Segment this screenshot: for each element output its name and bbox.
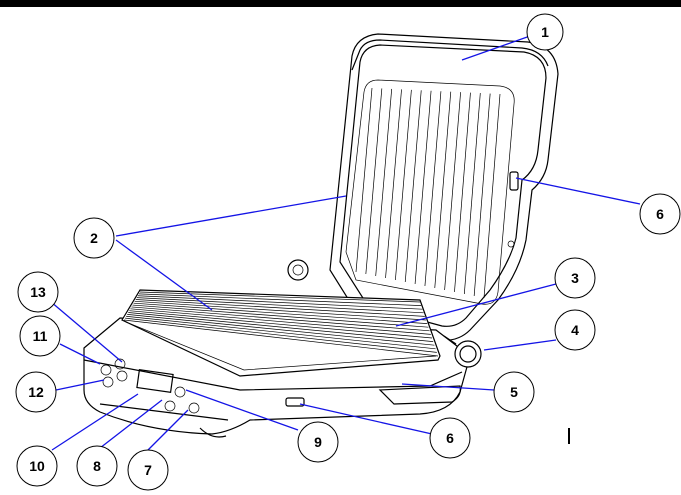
- svg-text:6: 6: [446, 430, 454, 446]
- callout-8: 8: [76, 445, 118, 487]
- svg-text:6: 6: [656, 206, 664, 222]
- callout-1: 1: [526, 13, 564, 51]
- callout-2: 2: [73, 217, 115, 259]
- callout-13: 13: [17, 271, 59, 313]
- lower-plate: [121, 289, 441, 377]
- lower-rib: [125, 317, 437, 353]
- upper-rib: [434, 91, 452, 289]
- lower-rib: [137, 295, 423, 310]
- callout-10: 10: [16, 445, 58, 487]
- upper-rib: [483, 93, 501, 299]
- lower-rib: [135, 299, 425, 317]
- svg-text:2: 2: [90, 230, 98, 246]
- svg-text:5: 5: [510, 384, 518, 400]
- lower-rib: [128, 312, 434, 342]
- svg-text:13: 13: [30, 284, 46, 300]
- svg-text:4: 4: [571, 322, 579, 338]
- svg-text:3: 3: [571, 270, 579, 286]
- lower-rib: [139, 291, 421, 303]
- lid-side-clip: [507, 171, 519, 248]
- callout-6-lid: 6: [639, 193, 681, 235]
- lower-rib: [123, 319, 439, 357]
- upper-lid: [329, 33, 559, 341]
- callout-7: 7: [127, 449, 169, 491]
- upper-rib: [414, 90, 432, 285]
- upper-rib: [473, 93, 491, 297]
- lower-rib: [130, 308, 431, 335]
- stray-mark: [568, 428, 570, 444]
- lower-rib: [133, 302, 428, 324]
- lower-rib: [126, 315, 436, 350]
- upper-plate-ribs: [355, 87, 501, 299]
- callout-6-base: 6: [429, 417, 471, 459]
- lower-rib: [131, 306, 430, 332]
- upper-rib: [463, 93, 481, 295]
- lower-rib: [132, 304, 429, 328]
- upper-rib: [444, 92, 461, 291]
- control-panel: [100, 358, 200, 414]
- upper-rib: [404, 90, 422, 283]
- lower-rib: [129, 310, 433, 339]
- callout-4: 4: [554, 309, 596, 351]
- callout-11: 11: [19, 315, 61, 357]
- hinge: [287, 259, 482, 368]
- lower-rib: [138, 293, 422, 306]
- upper-rib: [385, 89, 402, 279]
- svg-text:12: 12: [28, 384, 44, 400]
- lower-rib: [134, 300, 427, 321]
- lower-rib: [136, 297, 424, 314]
- svg-text:1: 1: [541, 24, 549, 40]
- upper-rib: [355, 87, 373, 273]
- upper-rib: [424, 91, 442, 287]
- upper-rib: [395, 89, 412, 281]
- lower-plate-ribs: [123, 291, 439, 357]
- svg-text:10: 10: [29, 458, 45, 474]
- svg-text:7: 7: [144, 462, 152, 478]
- callout-5: 5: [493, 371, 535, 413]
- lower-rib: [127, 314, 435, 346]
- upper-rib: [454, 92, 471, 293]
- upper-rib: [365, 88, 383, 275]
- callout-12: 12: [15, 371, 57, 413]
- upper-rib: [375, 88, 393, 277]
- top-rule: [0, 0, 681, 7]
- callout-3: 3: [554, 257, 596, 299]
- callout-9: 9: [297, 421, 339, 463]
- svg-text:11: 11: [33, 328, 48, 344]
- leader-lines: [43, 35, 641, 451]
- svg-text:9: 9: [314, 434, 322, 450]
- svg-text:8: 8: [93, 458, 101, 474]
